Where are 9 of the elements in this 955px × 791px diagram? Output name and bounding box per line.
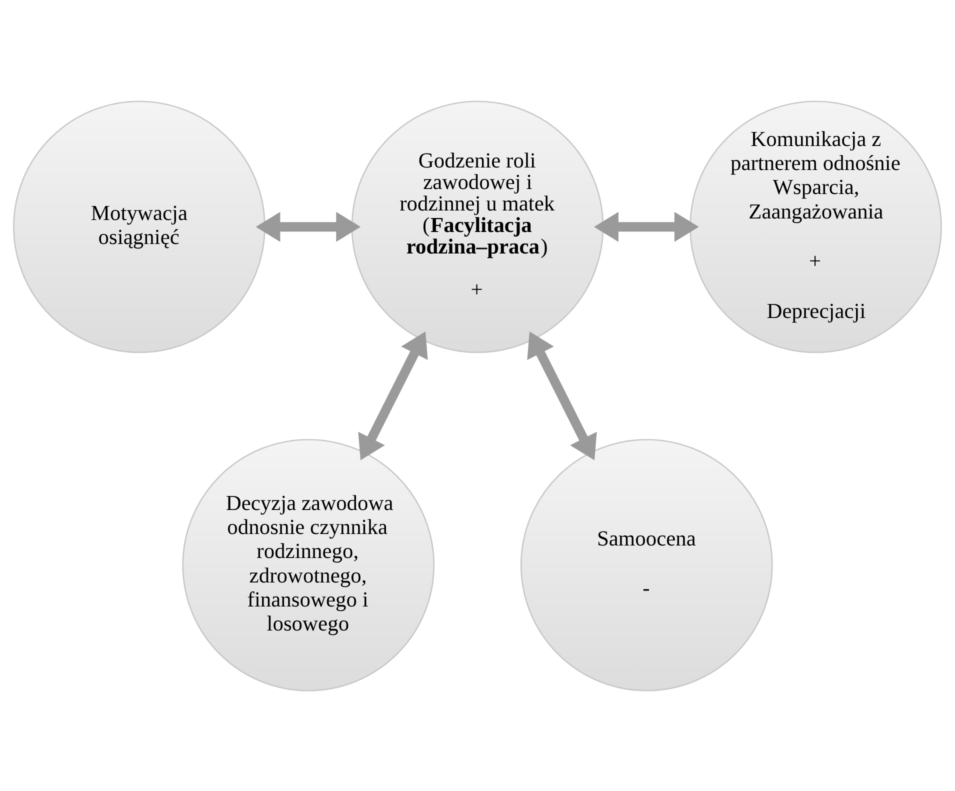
arrow	[256, 211, 361, 242]
arrow	[358, 330, 428, 460]
node-circle: Motywacja osiągnięć	[13, 100, 266, 353]
node-circle: Godzenie roli zawodowej i rodzinnej u matek (Facylitacja rodzina–praca) +	[351, 100, 604, 353]
node-circle: Decyzja zawodowa odnosnie czynnika rodzinnego, zdrowotnego, finansowego i losowego	[182, 438, 435, 691]
arrow	[527, 330, 597, 460]
node-circle: Komunikacja z partnerem odnośnie Wsparcia, Zaangażowania + Deprecjacji	[690, 100, 942, 353]
arrow	[594, 211, 699, 242]
node-circle: Samoocena -	[520, 438, 773, 691]
